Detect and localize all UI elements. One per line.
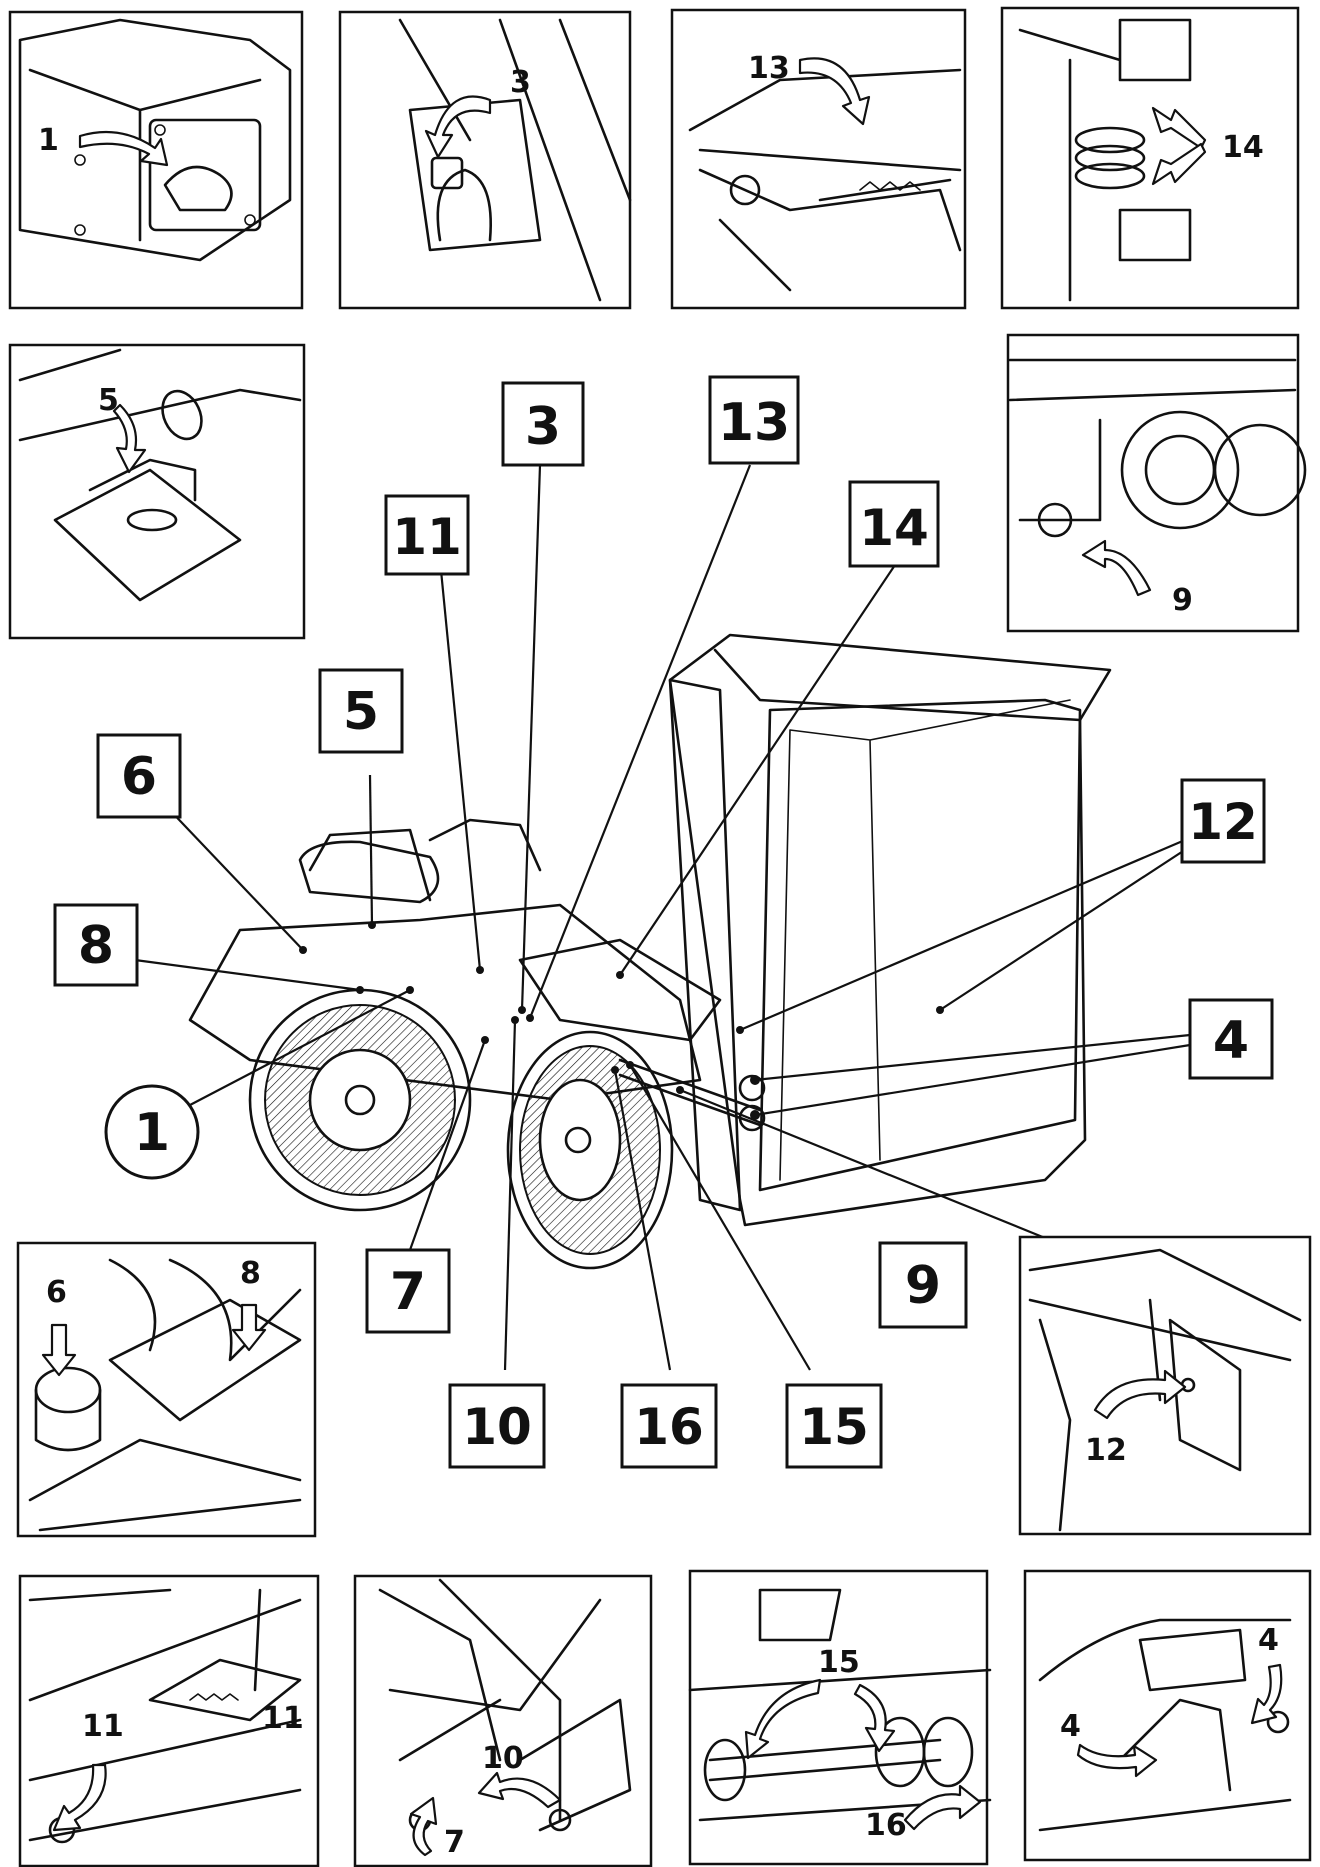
detail-panel-6-8: 6 8 <box>16 1241 317 1538</box>
detail-panel-11: 11 11 <box>18 1574 320 1867</box>
callout-3: 3 <box>501 381 585 467</box>
callout-12: 12 <box>1180 778 1266 864</box>
callout-11: 11 <box>384 494 470 576</box>
callout-15: 15 <box>785 1383 883 1469</box>
detail-panel-4: 4 4 <box>1023 1569 1312 1862</box>
panel-6-label: 6 <box>46 1275 67 1310</box>
svg-text:4: 4 <box>1213 1011 1249 1071</box>
detail-panel-5: 5 <box>8 343 306 640</box>
callout-8: 8 <box>53 903 139 987</box>
detail-panel-14: 14 <box>1000 6 1300 310</box>
detail-panel-10-7: 10 7 <box>353 1574 653 1867</box>
detail-panel-15-16: 15 16 <box>688 1569 992 1866</box>
panel-14-label: 14 <box>1222 130 1264 165</box>
callout-4: 4 <box>1188 998 1274 1080</box>
svg-text:5: 5 <box>343 682 379 742</box>
svg-text:1: 1 <box>134 1103 170 1163</box>
detail-panel-13: 13 <box>670 8 967 310</box>
svg-text:12: 12 <box>1188 793 1258 851</box>
panel-4-label-a: 4 <box>1258 1623 1279 1658</box>
detail-panel-9: 9 <box>1006 333 1307 633</box>
panel-11-label-a: 11 <box>82 1709 124 1744</box>
svg-text:8: 8 <box>78 916 114 976</box>
callout-16: 16 <box>620 1383 718 1469</box>
callout-14: 14 <box>848 480 940 568</box>
panel-5-label: 5 <box>98 383 119 418</box>
panel-11-label-b: 11 <box>262 1701 304 1736</box>
callout-7: 7 <box>365 1248 451 1334</box>
panel-13-label: 13 <box>748 51 790 86</box>
svg-text:7: 7 <box>390 1262 426 1322</box>
panel-15-label: 15 <box>818 1645 860 1680</box>
svg-text:6: 6 <box>121 747 157 807</box>
callout-6: 6 <box>96 733 182 819</box>
detail-panel-12: 12 <box>1018 1235 1312 1536</box>
callout-9: 9 <box>878 1241 968 1329</box>
callout-10: 10 <box>448 1383 546 1469</box>
panel-16-label: 16 <box>865 1808 907 1843</box>
panel-7-label: 7 <box>444 1825 465 1860</box>
callout-13: 13 <box>708 375 800 465</box>
detail-panel-1: 1 <box>8 10 304 310</box>
svg-text:9: 9 <box>905 1256 941 1316</box>
panel-3-label: 3 <box>510 65 531 100</box>
svg-text:15: 15 <box>799 1398 869 1456</box>
panel-12-label: 12 <box>1085 1433 1127 1468</box>
callout-1: 1 <box>104 1084 200 1180</box>
svg-text:10: 10 <box>462 1398 532 1456</box>
panel-9-label: 9 <box>1172 583 1193 618</box>
callout-5: 5 <box>318 668 404 754</box>
svg-text:14: 14 <box>859 499 929 557</box>
panel-1-label: 1 <box>38 123 59 158</box>
tractor-with-flail-mower <box>188 633 1112 1270</box>
panel-8-label: 8 <box>240 1256 261 1291</box>
svg-text:16: 16 <box>634 1398 704 1456</box>
svg-text:11: 11 <box>392 508 462 566</box>
callout-leaders <box>134 464 1201 1371</box>
svg-text:13: 13 <box>718 393 790 453</box>
panel-4-label-b: 4 <box>1060 1709 1081 1744</box>
panel-10-label: 10 <box>482 1741 524 1776</box>
svg-text:3: 3 <box>525 397 561 457</box>
detail-panel-3: 3 <box>338 10 632 310</box>
